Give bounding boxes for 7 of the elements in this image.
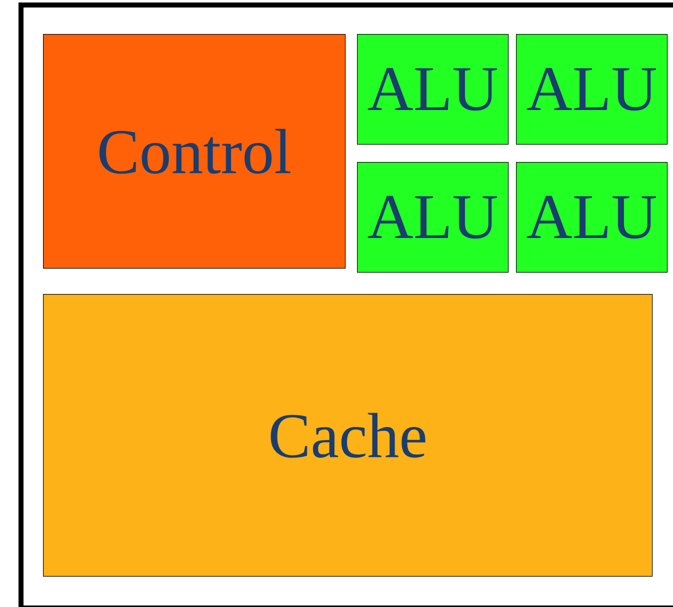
- control-box: Control: [43, 34, 346, 269]
- alu-box: ALU: [357, 162, 509, 273]
- alu-box: ALU: [516, 162, 668, 273]
- cache-box: Cache: [43, 294, 653, 577]
- alu-box: ALU: [357, 34, 509, 145]
- chip-frame: [18, 2, 673, 607]
- alu-box: ALU: [516, 34, 668, 145]
